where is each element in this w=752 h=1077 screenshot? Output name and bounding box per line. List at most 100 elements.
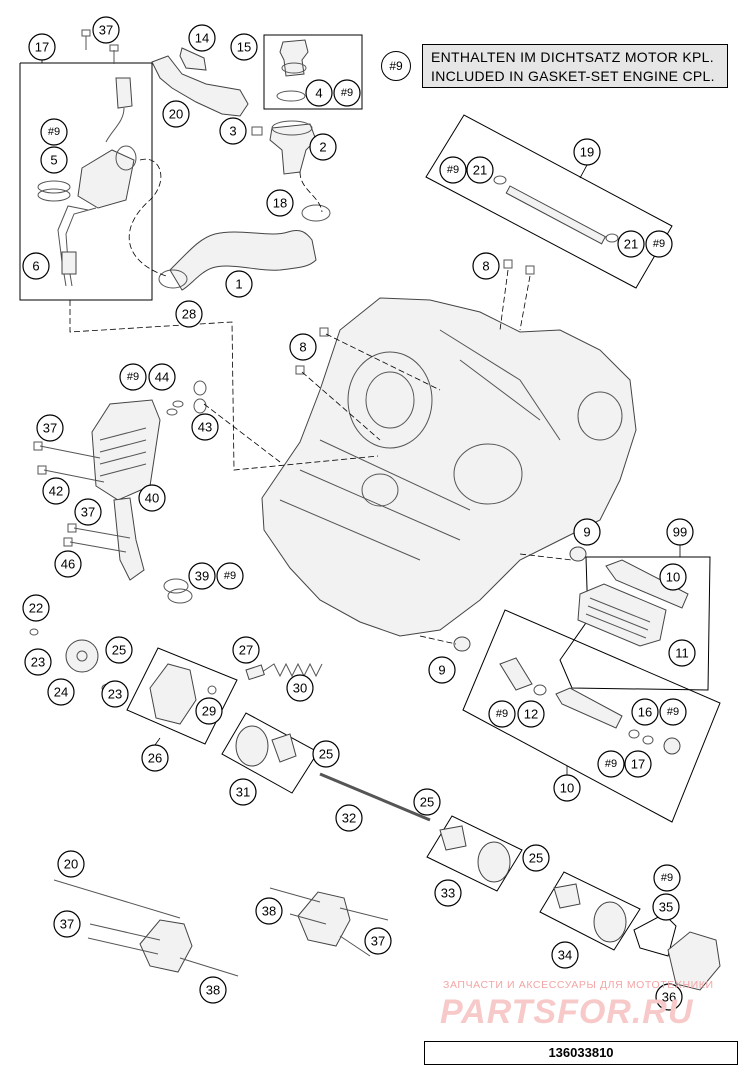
svg-text:32: 32	[342, 811, 356, 826]
svg-text:26: 26	[148, 751, 162, 766]
callout-9ref-16: #9	[659, 698, 687, 726]
crankcase	[261, 297, 637, 637]
svg-text:27: 27	[239, 643, 253, 658]
svg-text:23: 23	[31, 655, 45, 670]
callout-25a: 25	[105, 636, 133, 664]
callout-28: 28	[175, 300, 203, 328]
callout-25c: 25	[413, 788, 441, 816]
svg-text:38: 38	[262, 904, 276, 919]
callout-9ref-7: #9	[40, 118, 68, 146]
svg-text:#9: #9	[447, 164, 459, 176]
svg-text:43: 43	[198, 420, 212, 435]
watermark-logo: PARTSFOR.RU	[440, 993, 694, 1031]
callout-20a: 21	[466, 156, 494, 184]
callout-29: 29	[195, 697, 223, 725]
callout-37-mid: 37	[74, 498, 102, 526]
svg-text:39: 39	[195, 569, 209, 584]
callout-9ref-17: #9	[597, 750, 625, 778]
callout-38-bot: 38	[199, 976, 227, 1004]
callout-22: 22	[22, 594, 50, 622]
svg-text:14: 14	[195, 31, 209, 46]
svg-text:24: 24	[54, 685, 68, 700]
callout-32: 32	[335, 804, 363, 832]
callout-42: 42	[42, 477, 70, 505]
callout-21: 20	[57, 850, 85, 878]
callout-15: 15	[230, 33, 258, 61]
group-box-26	[126, 647, 238, 745]
callout-99: 99	[666, 518, 694, 546]
svg-text:#9: #9	[496, 708, 508, 720]
svg-text:18: 18	[273, 196, 287, 211]
callout-9ref-35: #9	[653, 864, 681, 892]
callout-1: 1	[225, 270, 253, 298]
hose-clamp-lower	[158, 269, 188, 289]
svg-text:1: 1	[235, 277, 242, 292]
svg-text:21: 21	[624, 237, 638, 252]
svg-text:#9: #9	[653, 238, 665, 250]
svg-text:42: 42	[49, 484, 63, 499]
pump-cover-36	[667, 931, 721, 991]
bracket-12	[151, 55, 249, 117]
svg-text:11: 11	[675, 646, 689, 661]
svg-text:19: 19	[580, 145, 594, 160]
callout-23b: 23	[101, 680, 129, 708]
svg-text:23: 23	[108, 687, 122, 702]
svg-text:10: 10	[666, 570, 680, 585]
svg-text:#9: #9	[341, 87, 353, 99]
pressure-spring-30	[261, 662, 323, 678]
callout-26: 26	[141, 744, 169, 772]
svg-text:30: 30	[293, 681, 307, 696]
callout-37-bot-left: 37	[53, 910, 81, 938]
coolant-hose-1	[169, 229, 317, 291]
svg-text:2: 2	[319, 140, 326, 155]
o-ring-39a	[163, 578, 189, 594]
callout-35: 35	[652, 893, 680, 921]
rotor-31	[235, 725, 269, 767]
svg-text:40: 40	[145, 491, 159, 506]
callout-40: 40	[138, 484, 166, 512]
svg-text:35: 35	[659, 900, 673, 915]
svg-text:46: 46	[61, 557, 75, 572]
callout-39: 39	[188, 562, 216, 590]
callout-9ref-15: #9	[333, 79, 361, 107]
svg-text:#9: #9	[667, 706, 679, 718]
rotor-34	[593, 901, 627, 943]
callout-5: 5	[40, 146, 68, 174]
callout-3: 3	[219, 117, 247, 145]
svg-text:20: 20	[64, 857, 78, 872]
svg-text:8: 8	[482, 259, 489, 274]
callout-14: 12	[517, 700, 545, 728]
callout-30: 30	[286, 674, 314, 702]
svg-text:37: 37	[60, 917, 74, 932]
callout-37-left: 37	[36, 414, 64, 442]
svg-text:34: 34	[558, 948, 572, 963]
svg-text:#9: #9	[48, 126, 60, 138]
callout-9-lower: 9	[428, 656, 456, 684]
callout-9ref-39: #9	[216, 562, 244, 590]
svg-text:#9: #9	[605, 758, 617, 770]
svg-text:3: 3	[229, 124, 236, 139]
callout-25d: 25	[522, 844, 550, 872]
svg-text:29: 29	[202, 704, 216, 719]
callout-10-upper: 10	[659, 563, 687, 591]
pump-housing-26	[149, 663, 197, 725]
filler-cap-15	[279, 39, 309, 77]
plug-17	[663, 737, 681, 755]
gear-24	[65, 639, 99, 673]
callout-2: 2	[309, 133, 337, 161]
callout-31: 31	[229, 778, 257, 806]
callout-17: 17	[624, 750, 652, 778]
svg-text:25: 25	[319, 747, 333, 762]
callout-8b: 8	[289, 333, 317, 361]
group-box-15	[263, 34, 363, 110]
seal-ring-9b	[453, 636, 471, 652]
gasket-set-ref-callout: #9	[381, 51, 411, 81]
callout-9ref-19a: #9	[439, 156, 467, 184]
callout-25b: 25	[312, 740, 340, 768]
pump-body-left	[139, 919, 193, 973]
callout-12: 20	[162, 100, 190, 128]
rubber-bushing-13	[179, 47, 207, 71]
callout-13: 14	[188, 24, 216, 52]
svg-text:16: 16	[638, 705, 652, 720]
svg-text:31: 31	[236, 785, 250, 800]
